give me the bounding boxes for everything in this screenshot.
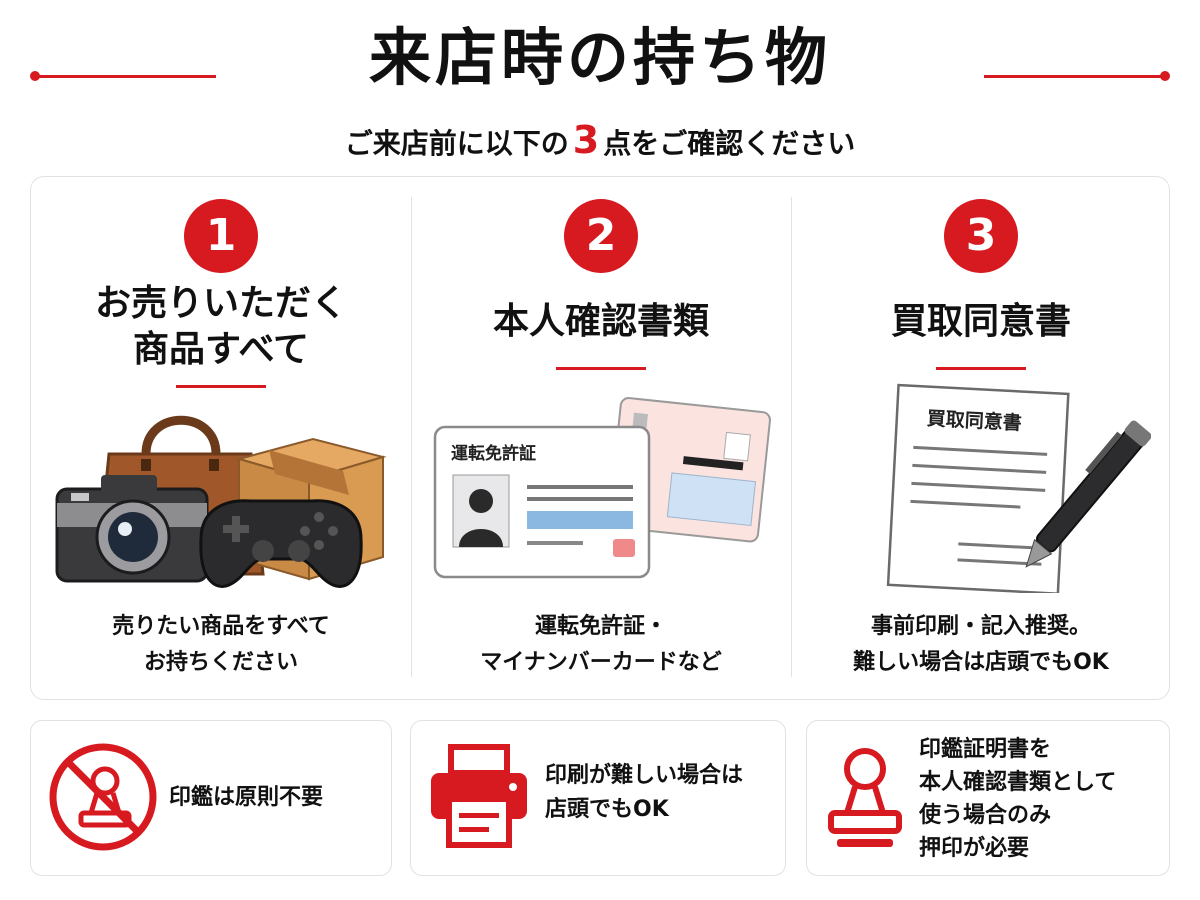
title-line-right [984, 75, 1164, 78]
number-badge: 1 [184, 199, 258, 273]
page-title: 来店時の持ち物 [368, 21, 831, 94]
pen-icon [1025, 420, 1151, 568]
number-badge: 3 [944, 199, 1018, 273]
column-divider [411, 197, 412, 677]
subtitle-pre: ご来店前に以下の [344, 127, 569, 160]
item-description: 売りたい商品をすべて お持ちください [31, 609, 411, 681]
item-description-line: 難しい場合は店頭でもOK [853, 650, 1109, 675]
item-heading: お売りいただく 商品すべて [31, 281, 411, 373]
subtitle-post: 点をご確認ください [603, 127, 856, 160]
note-printing: 印刷が難しい場合は 店頭でもOK [410, 720, 786, 876]
note-seal-required: 印鑑証明書を 本人確認書類として 使う場合のみ 押印が必要 [806, 720, 1170, 876]
subtitle-number: 3 [572, 118, 600, 162]
item-heading-line: 買取同意書 [890, 301, 1071, 342]
controller-icon [199, 499, 363, 588]
item-heading-line: お売りいただく [94, 283, 347, 324]
item-description: 事前印刷・記入推奨。 難しい場合は店頭でもOK [791, 609, 1171, 681]
note-line: 本人確認書類として [919, 770, 1117, 795]
document-icon: 買取同意書 [886, 383, 1070, 593]
item-heading: 本人確認書類 [411, 299, 791, 345]
items-card: 1 お売りいただく 商品すべて [30, 176, 1170, 700]
camera-icon [55, 475, 209, 583]
heading-underline [556, 367, 646, 370]
no-seal-icon [49, 743, 157, 851]
item-heading-line: 本人確認書類 [492, 301, 709, 342]
title-line-left [36, 75, 216, 78]
card-label: 運転免許証 [451, 443, 536, 464]
note-line: 店頭でもOK [545, 797, 669, 822]
id-card-illustration: 運転免許証 [433, 397, 771, 579]
document-label: 買取同意書 [926, 407, 1022, 435]
item-id-documents: 2 本人確認書類 [411, 177, 791, 701]
title-row: 来店時の持ち物 [0, 18, 1200, 98]
products-illustration [55, 415, 387, 588]
item-heading: 買取同意書 [791, 299, 1171, 345]
item-heading-line: 商品すべて [132, 329, 310, 370]
printer-icon [431, 744, 527, 848]
heading-underline [176, 385, 266, 388]
document-illustration: 買取同意書 [886, 383, 1151, 593]
item-description-line: 運転免許証・ [534, 614, 667, 639]
heading-underline [936, 367, 1026, 370]
note-line: 印鑑は原則不要 [169, 785, 324, 810]
item-description-line: マイナンバーカードなど [480, 650, 722, 675]
item-products: 1 お売りいただく 商品すべて [31, 177, 411, 701]
title-dot-right [1160, 71, 1170, 81]
note-line: 印刷が難しい場合は [545, 763, 744, 788]
title-dot-left [30, 71, 40, 81]
note-no-seal: 印鑑は原則不要 [30, 720, 392, 876]
item-description-line: お持ちください [143, 650, 298, 675]
note-line: 押印が必要 [919, 836, 1030, 861]
item-description-line: 売りたい商品をすべて [112, 614, 330, 639]
item-description-line: 事前印刷・記入推奨。 [870, 614, 1091, 639]
item-consent-form: 3 買取同意書 買取同意書 事前印刷・記入推奨 [791, 177, 1171, 701]
item-description: 運転免許証・ マイナンバーカードなど [411, 609, 791, 681]
number-badge: 2 [564, 199, 638, 273]
note-line: 印鑑証明書を [919, 737, 1052, 762]
note-text: 印鑑は原則不要 [169, 781, 323, 815]
seal-stamp-icon [828, 748, 902, 847]
drivers-license-icon: 運転免許証 [433, 425, 651, 579]
column-divider [791, 197, 792, 677]
note-line: 使う場合のみ [919, 803, 1052, 828]
note-text: 印刷が難しい場合は 店頭でもOK [545, 759, 743, 827]
note-text: 印鑑証明書を 本人確認書類として 使う場合のみ 押印が必要 [919, 733, 1116, 865]
